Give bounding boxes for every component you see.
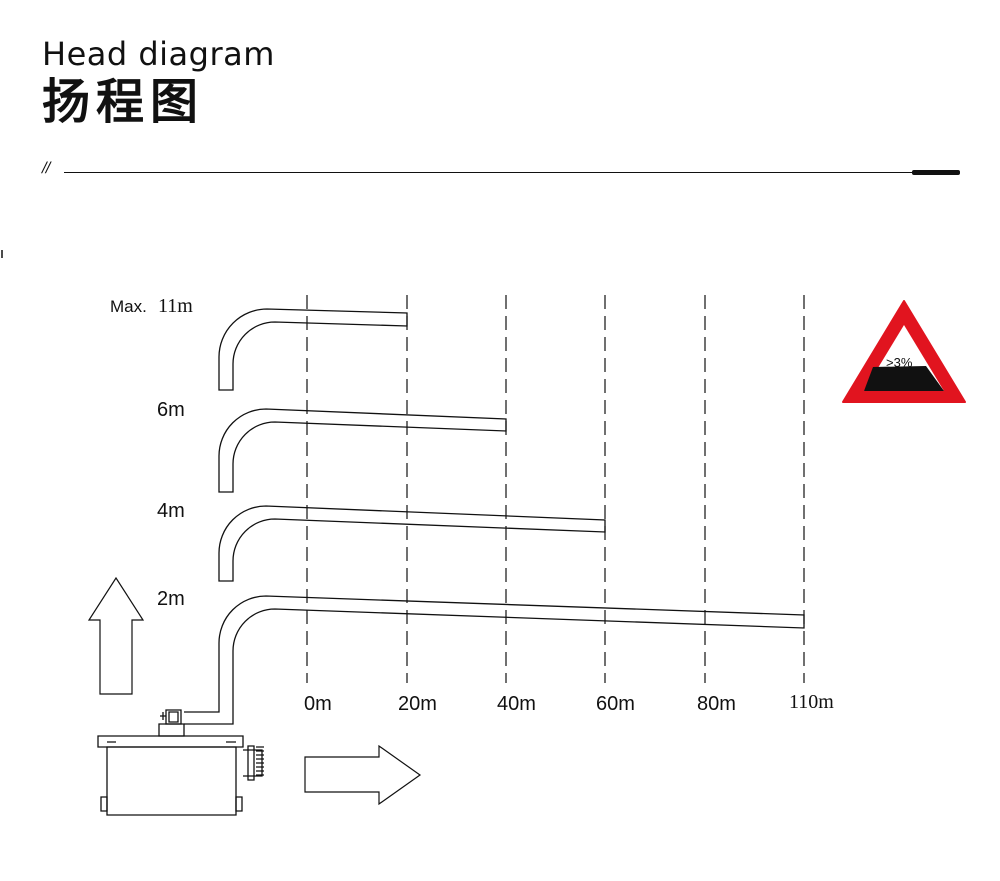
title-chinese: 扬程图 <box>42 73 205 130</box>
divider-mark: // <box>42 160 51 176</box>
head-label-4m: 4m <box>157 500 185 522</box>
distance-label-60m: 60m <box>596 693 635 715</box>
distance-label-0m: 0m <box>304 693 332 715</box>
divider-line <box>64 172 960 173</box>
divider-accent <box>912 170 960 175</box>
pipe-6m <box>218 408 507 493</box>
distance-label-20m: 20m <box>398 693 437 715</box>
head-label-max: Max. <box>110 297 147 316</box>
pump-unit-icon <box>97 709 264 816</box>
head-label-11m: 11m <box>158 295 193 317</box>
header-divider: // <box>42 160 960 184</box>
header: Head diagram 扬程图 <box>42 35 275 131</box>
slope-label: >3% <box>886 355 913 370</box>
up-arrow-icon <box>87 576 145 695</box>
pipe-2m <box>184 595 805 725</box>
distance-label-40m: 40m <box>497 693 536 715</box>
distance-label-80m: 80m <box>697 693 736 715</box>
pipe-11m <box>218 308 408 391</box>
title-english: Head diagram <box>42 35 275 73</box>
slope-warning-sign: >3% <box>842 300 966 403</box>
pipe-4m <box>218 505 606 582</box>
head-label-6m: 6m <box>157 399 185 421</box>
distance-label-110m: 110m <box>789 691 834 713</box>
head-label-2m: 2m <box>157 588 185 610</box>
pipes <box>184 308 805 725</box>
right-arrow-icon <box>304 744 422 806</box>
